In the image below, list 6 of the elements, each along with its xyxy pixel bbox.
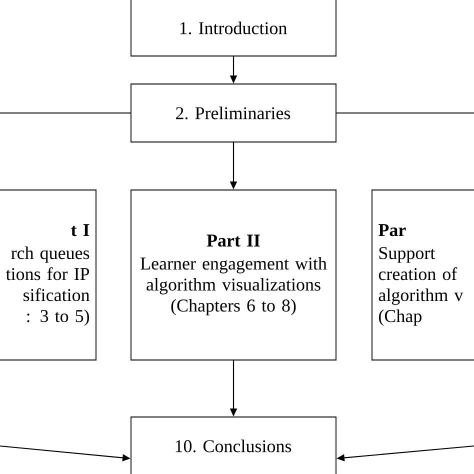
process-box: 1. Introduction	[130, 0, 336, 56]
process-box: 10. Conclusions	[130, 416, 336, 474]
process-box: t I rch queues tions for IP sification : 3 to 5)	[0, 190, 96, 360]
process-box: 2. Preliminaries	[130, 84, 336, 142]
process-box: Par Support creation of algorithm v (Chap	[372, 190, 474, 360]
process-box: Part II Learner engagement with algorithm visualizations (Chapters 6 to 8)	[130, 190, 336, 360]
